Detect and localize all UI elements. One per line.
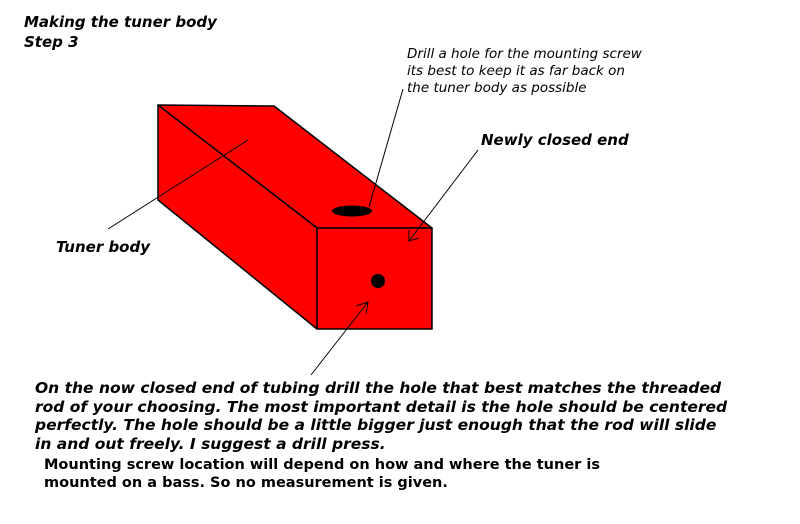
note-line: Mounting screw location will depend on h…: [44, 457, 600, 473]
note-line: On the now closed end of tubing drill th…: [35, 379, 722, 397]
note-line: rod of your choosing. The most important…: [35, 397, 728, 416]
tuner-body-label: Tuner body: [56, 238, 151, 256]
note-line: mounted on a bass. So no measurement is …: [44, 475, 448, 491]
annotation-line: the tuner body as possible: [407, 80, 587, 96]
screw-location-note: Mounting screw location will depend on h…: [44, 456, 600, 492]
note-line: in and out freely. I suggest a drill pre…: [35, 434, 386, 453]
closed-end-arrow: [408, 149, 479, 242]
closed-end-label: Newly closed end: [481, 131, 629, 149]
annotation-line: Drill a hole for the mounting screw: [407, 46, 642, 62]
end-hole-arrow: [310, 301, 369, 376]
mounting-screw-leader: [368, 88, 404, 208]
title-line: Making the tuner body: [24, 13, 217, 31]
tuner-body-leader: [107, 139, 249, 230]
annotation-line: its best to keep it as far back on: [407, 63, 625, 79]
diagram-title: Making the tuner body Step 3: [24, 12, 217, 52]
note-line: perfectly. The hole should be a little b…: [35, 416, 717, 434]
end-threaded-rod-hole: [371, 274, 385, 288]
mounting-screw-annotation: Drill a hole for the mounting screw its …: [407, 46, 642, 97]
step-label: Step 3: [24, 33, 79, 51]
mounting-screw-hole: [332, 205, 372, 217]
end-hole-note: On the now closed end of tubing drill th…: [35, 379, 727, 453]
